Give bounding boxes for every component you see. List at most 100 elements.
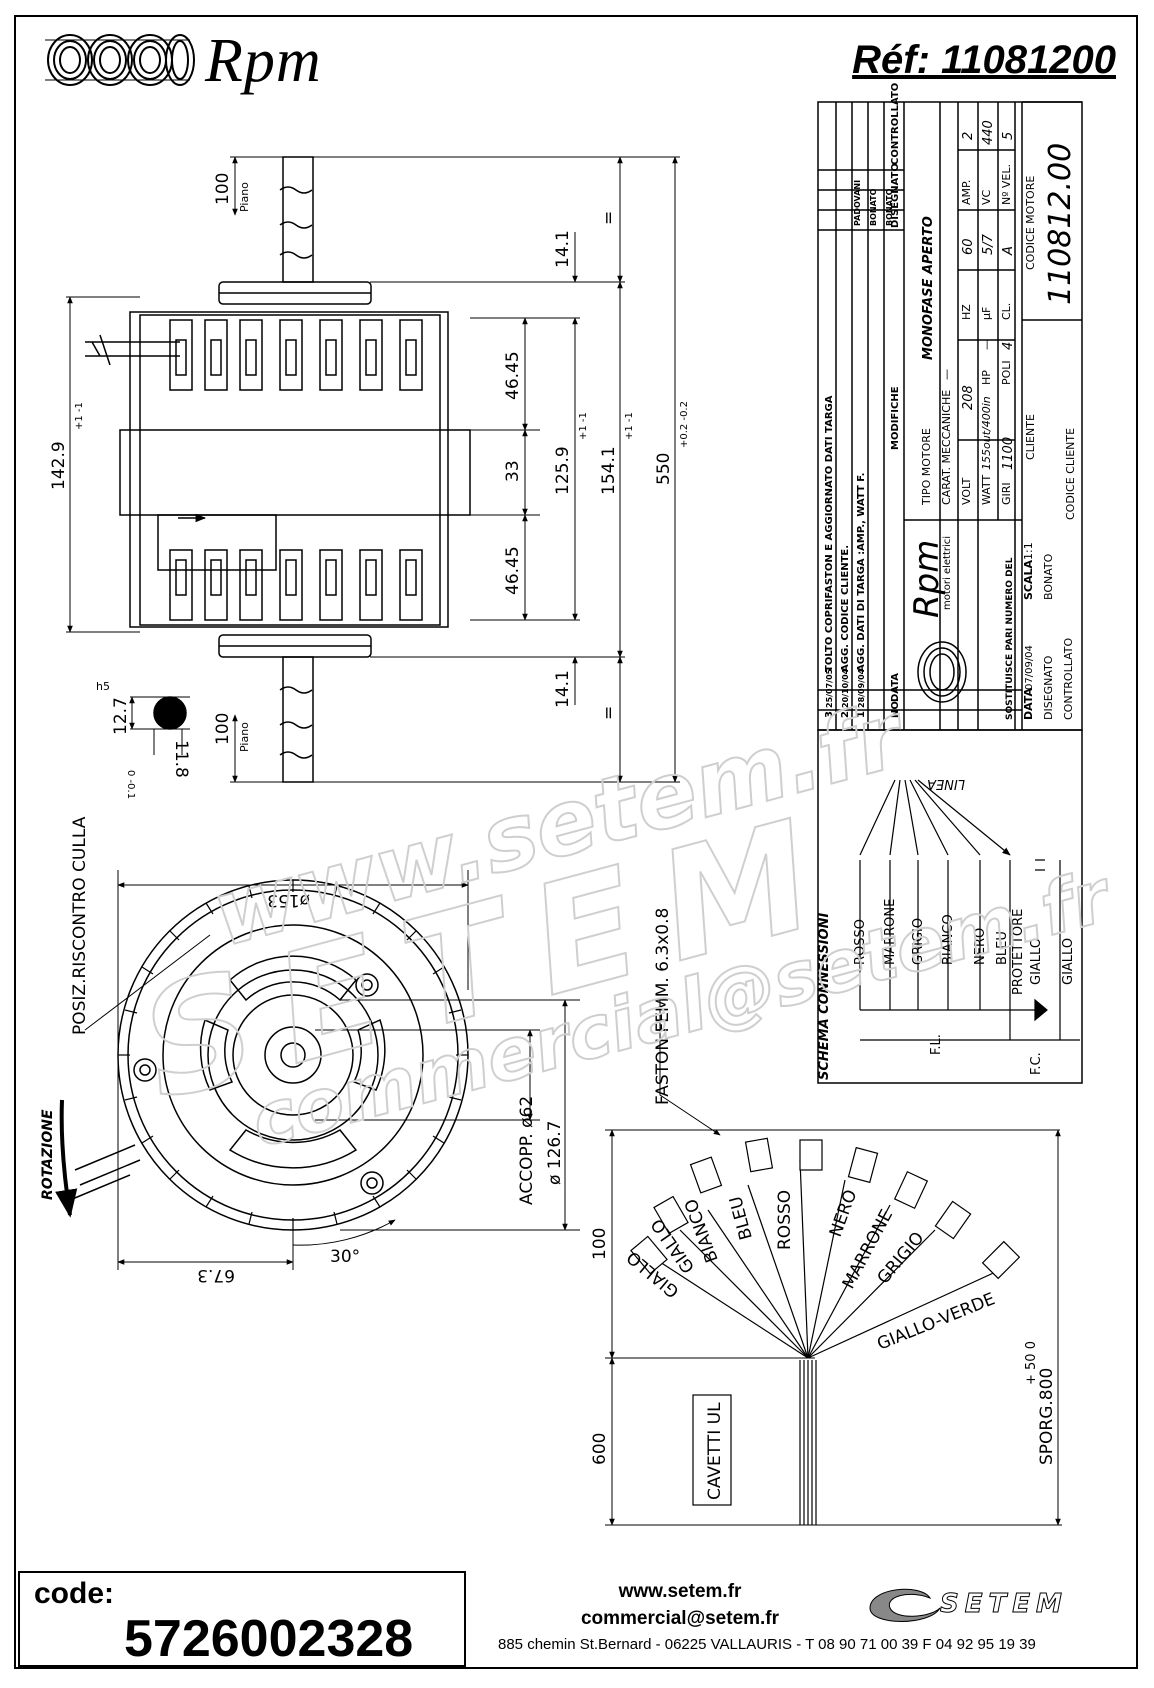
hz-value: 60 <box>961 238 976 255</box>
carat-label: CARAT. MECCANICHE <box>940 390 953 505</box>
dim-142: 142.9 <box>49 441 69 490</box>
eq-bottom: = <box>599 706 619 720</box>
faston-label: FASTON FEMM. 6.3x0.8 <box>653 908 673 1105</box>
label-piano-bottom: Piano <box>238 722 251 752</box>
rotation-label: ROTAZIONE <box>40 1109 56 1200</box>
posiz-label: POSIZ.RISCONTRO CULLA <box>70 816 90 1035</box>
watt-value: 155out/400in <box>980 396 993 470</box>
wire-harness <box>605 1000 1062 1526</box>
tol-shaft-flat: 0 -0.1 <box>125 770 136 799</box>
setem-logo-text: SETEM <box>940 1589 1068 1619</box>
rev3-sign: PADOVANI <box>853 180 862 226</box>
cl-label: CL. <box>1000 303 1013 320</box>
wire-label-nero: NERO <box>826 1187 861 1240</box>
dim-46b: 46.45 <box>503 546 523 595</box>
accopp-label: ACCOPP. ø62 <box>517 1096 537 1205</box>
schema-wire-bleu: BLEU <box>995 931 1010 965</box>
tol-142: +1 -1 <box>74 402 85 430</box>
cl-value: A <box>1001 246 1016 256</box>
codice-cliente-label: CODICE CLIENTE <box>1064 428 1077 520</box>
dim-46a: 46.45 <box>503 351 523 400</box>
cliente-label: CLIENTE <box>1024 414 1037 460</box>
schema-fl: F.L. <box>929 1034 944 1055</box>
footer-email[interactable]: commercial@setem.fr <box>580 1608 780 1629</box>
dim-67: 67.3 <box>197 1265 235 1285</box>
carat-value: — <box>940 369 953 380</box>
watt-label: WATT <box>980 475 993 505</box>
dim-550: 550 <box>654 453 674 485</box>
controllato-label: CONTROLLATO <box>1062 638 1075 720</box>
nvel-value: 5 <box>1001 132 1016 140</box>
brand-logo-text: Rpm <box>205 27 322 95</box>
poli-value: 4 <box>1001 342 1016 350</box>
side-view-dimensions: 100 Piano 100 Piano 142.9 +1 -1 46.45 33… <box>49 173 690 800</box>
nvel-label: Nº VEL. <box>1000 164 1013 205</box>
rev1-sign: BONATO <box>885 188 894 226</box>
rpm-coil-logo <box>45 34 195 86</box>
tb-brand: Rpm <box>907 540 947 618</box>
rev-header-sign: DISEGNATO <box>890 163 901 228</box>
codice-motore: 110812.00 <box>1043 143 1078 305</box>
hp-label: HP <box>980 370 993 385</box>
rev1-text: AGG. DATI DI TARGA :AMP., WATT F. <box>856 473 867 672</box>
volt-label: VOLT <box>960 477 973 505</box>
rev3-date: 25/07/05 <box>825 668 834 708</box>
scala-label: SCALA <box>1022 559 1035 600</box>
wire-dim-600: 600 <box>590 1433 610 1465</box>
rev-header-check: CONTROLLATO <box>890 83 901 165</box>
dim-14a: 14.1 <box>553 230 573 268</box>
poli-label: POLI <box>1000 360 1013 385</box>
title-block-text: NO. DATA MODIFICHE DISEGNATO CONTROLLATO… <box>824 83 1078 720</box>
sporg-tol: + 50 0 <box>1024 1341 1039 1385</box>
rev2-sign: BONATO <box>869 188 878 226</box>
schema-wire-rosso: ROSSO <box>853 919 868 965</box>
reference-number: Réf: 11081200 <box>852 38 1116 82</box>
rev2-date: 20/10/04 <box>841 668 850 708</box>
schema-wire-giallo-2: GIALLO <box>1061 938 1076 985</box>
wire-label-bleu: BLEU <box>726 1194 757 1242</box>
amp-value: 2 <box>961 132 976 140</box>
hp-value: — <box>980 339 993 350</box>
footer-website[interactable]: www.setem.fr <box>618 1581 742 1602</box>
scala-value: 1:1 <box>1022 542 1035 560</box>
title-block <box>817 101 1083 1084</box>
volt-value: 208 <box>961 385 976 410</box>
footer-address: 885 chemin St.Bernard - 06225 VALLAURIS … <box>498 1636 1036 1653</box>
setem-logo: SETEM <box>869 1589 1068 1622</box>
data-label: DATA <box>1022 688 1035 720</box>
rev2-text: AGG. CODICE CLIENTE. <box>840 545 851 672</box>
giri-label: GIRI <box>1000 482 1013 505</box>
front-view-labels: POSIZ.RISCONTRO CULLA ROTAZIONE ø153 ACC… <box>40 816 565 1285</box>
schema-wire-bianco: BIANCO <box>941 914 956 965</box>
schema-labels: SCHEMA CONNESSIONI LINEA ROSSO MARRONE G… <box>817 776 1076 1080</box>
sostituisce-label: SOSTITUISCE PARI NUMERO DEL <box>1005 557 1015 720</box>
code-value: 5726002328 <box>124 1610 414 1668</box>
schema-wire-marrone: MARRONE <box>883 899 898 965</box>
dim-shaft-bottom: 100 <box>213 713 233 745</box>
dim-14b: 14.1 <box>553 670 573 708</box>
rev1-date: 28/09/04 <box>857 668 866 708</box>
schema-wire-giallo-1: GIALLO <box>1029 938 1044 985</box>
shaft-fit: h5 <box>96 680 110 693</box>
wire-dim-100: 100 <box>590 1228 610 1260</box>
schema-fc: F.C. <box>1029 1052 1044 1075</box>
schema-wire-nero: NERO <box>973 928 988 965</box>
code-label: code: <box>34 1577 115 1610</box>
sostituisce-value: - <box>1002 596 1015 600</box>
dia-126: ø 126.7 <box>545 1121 565 1185</box>
tb-brand-sub: motori elettrici <box>942 536 953 610</box>
tol-125: +1 -1 <box>578 412 589 440</box>
dim-shaft-flat: 11.8 <box>171 740 191 778</box>
data-value: 07/09/04 <box>1024 645 1035 690</box>
wire-label-rosso: ROSSO <box>775 1190 795 1250</box>
rev-header-date: DATA <box>890 673 901 702</box>
rev3-text: TOLTO COPRIFASTON E AGGIORNATO DATI TARG… <box>824 395 835 672</box>
amp-label: AMP. <box>960 180 973 205</box>
angle-30: 30° <box>330 1247 360 1267</box>
footer-contacts: www.setem.fr commercial@setem.fr <box>520 1578 840 1632</box>
schema-wire-grigio: GRIGIO <box>911 918 926 965</box>
dia-153: ø153 <box>267 890 310 910</box>
linea-label: LINEA <box>927 776 965 791</box>
motor-side-view <box>66 156 680 783</box>
